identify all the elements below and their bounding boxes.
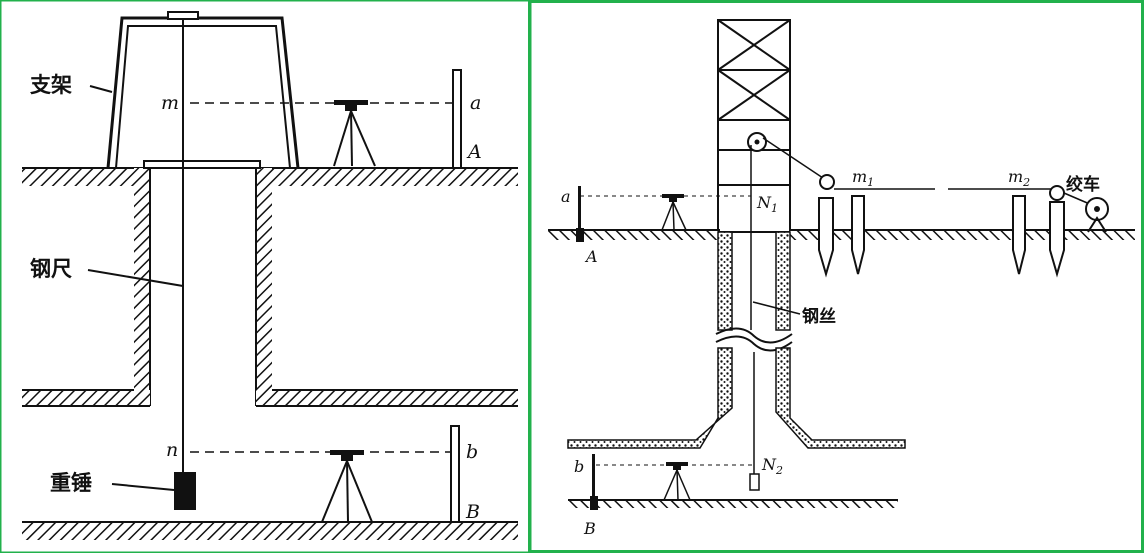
level-instrument-upper [333, 100, 376, 167]
staff-upper [452, 69, 462, 169]
staff-underground [592, 454, 595, 508]
label-steel-wire: 钢丝 [802, 306, 836, 327]
shaft-cover-plate [143, 160, 261, 169]
shaft-wall-upper-right [775, 231, 791, 331]
stake-2 [851, 195, 865, 275]
label-plumb-weight: 重锤 [50, 471, 92, 495]
frame-top-plate [167, 11, 199, 20]
tunnel-roof-left [22, 390, 150, 406]
ground-pulley-2 [1049, 185, 1065, 201]
level-instrument-underground [663, 462, 691, 501]
surface-ground-left [22, 168, 150, 186]
shaft-wall-lower-left [567, 347, 733, 449]
label-point-m: m [161, 92, 179, 114]
tunnel-floor-right [568, 500, 898, 508]
surface-ground-right-left [548, 230, 720, 240]
headframe-tower [717, 19, 791, 233]
shaft-wall-lower-right [775, 347, 906, 449]
label-point-A: A [466, 141, 482, 163]
label-point-B: B [465, 501, 480, 523]
break-mark [715, 327, 793, 344]
label-point-A-right: A [584, 247, 598, 266]
label-point-a-right: a [561, 187, 571, 206]
ground-pulley-1 [819, 174, 835, 190]
surface-ground-right-right [790, 230, 1135, 240]
staff-lower [450, 425, 460, 523]
label-point-b: b [466, 441, 478, 463]
shaft-wall-left [134, 168, 150, 406]
right-diagram [548, 19, 1135, 510]
label-point-a: a [470, 92, 481, 114]
label-steel-tape: 钢尺 [30, 257, 72, 281]
stake-4 [1049, 201, 1065, 278]
label-point-b-right: b [574, 457, 584, 476]
label-point-m1: m1 [852, 167, 874, 189]
shaft-wall-right [256, 168, 272, 406]
level-instrument-lower [321, 450, 373, 523]
stake-3 [1012, 195, 1026, 275]
left-diagram [22, 11, 518, 540]
label-point-m2: m2 [1008, 167, 1030, 189]
tunnel-roof-right [256, 390, 518, 406]
tunnel-floor [22, 522, 518, 540]
label-winch: 绞车 [1066, 174, 1100, 195]
label-point-N1: N1 [756, 193, 778, 215]
staff-surface [578, 186, 581, 240]
support-frame [106, 16, 300, 169]
label-point-N2: N2 [761, 455, 783, 477]
label-point-n: n [166, 439, 178, 461]
label-support-frame: 支架 [30, 73, 72, 97]
shaft-wall-upper-left [717, 231, 733, 331]
right-panel-border [528, 0, 1144, 553]
surface-ground-right [256, 168, 518, 186]
level-instrument-surface [661, 194, 687, 231]
plumb-weight [174, 472, 196, 510]
stake-1 [818, 197, 834, 278]
label-point-B-right: B [583, 519, 596, 538]
wire-weight [749, 473, 760, 491]
